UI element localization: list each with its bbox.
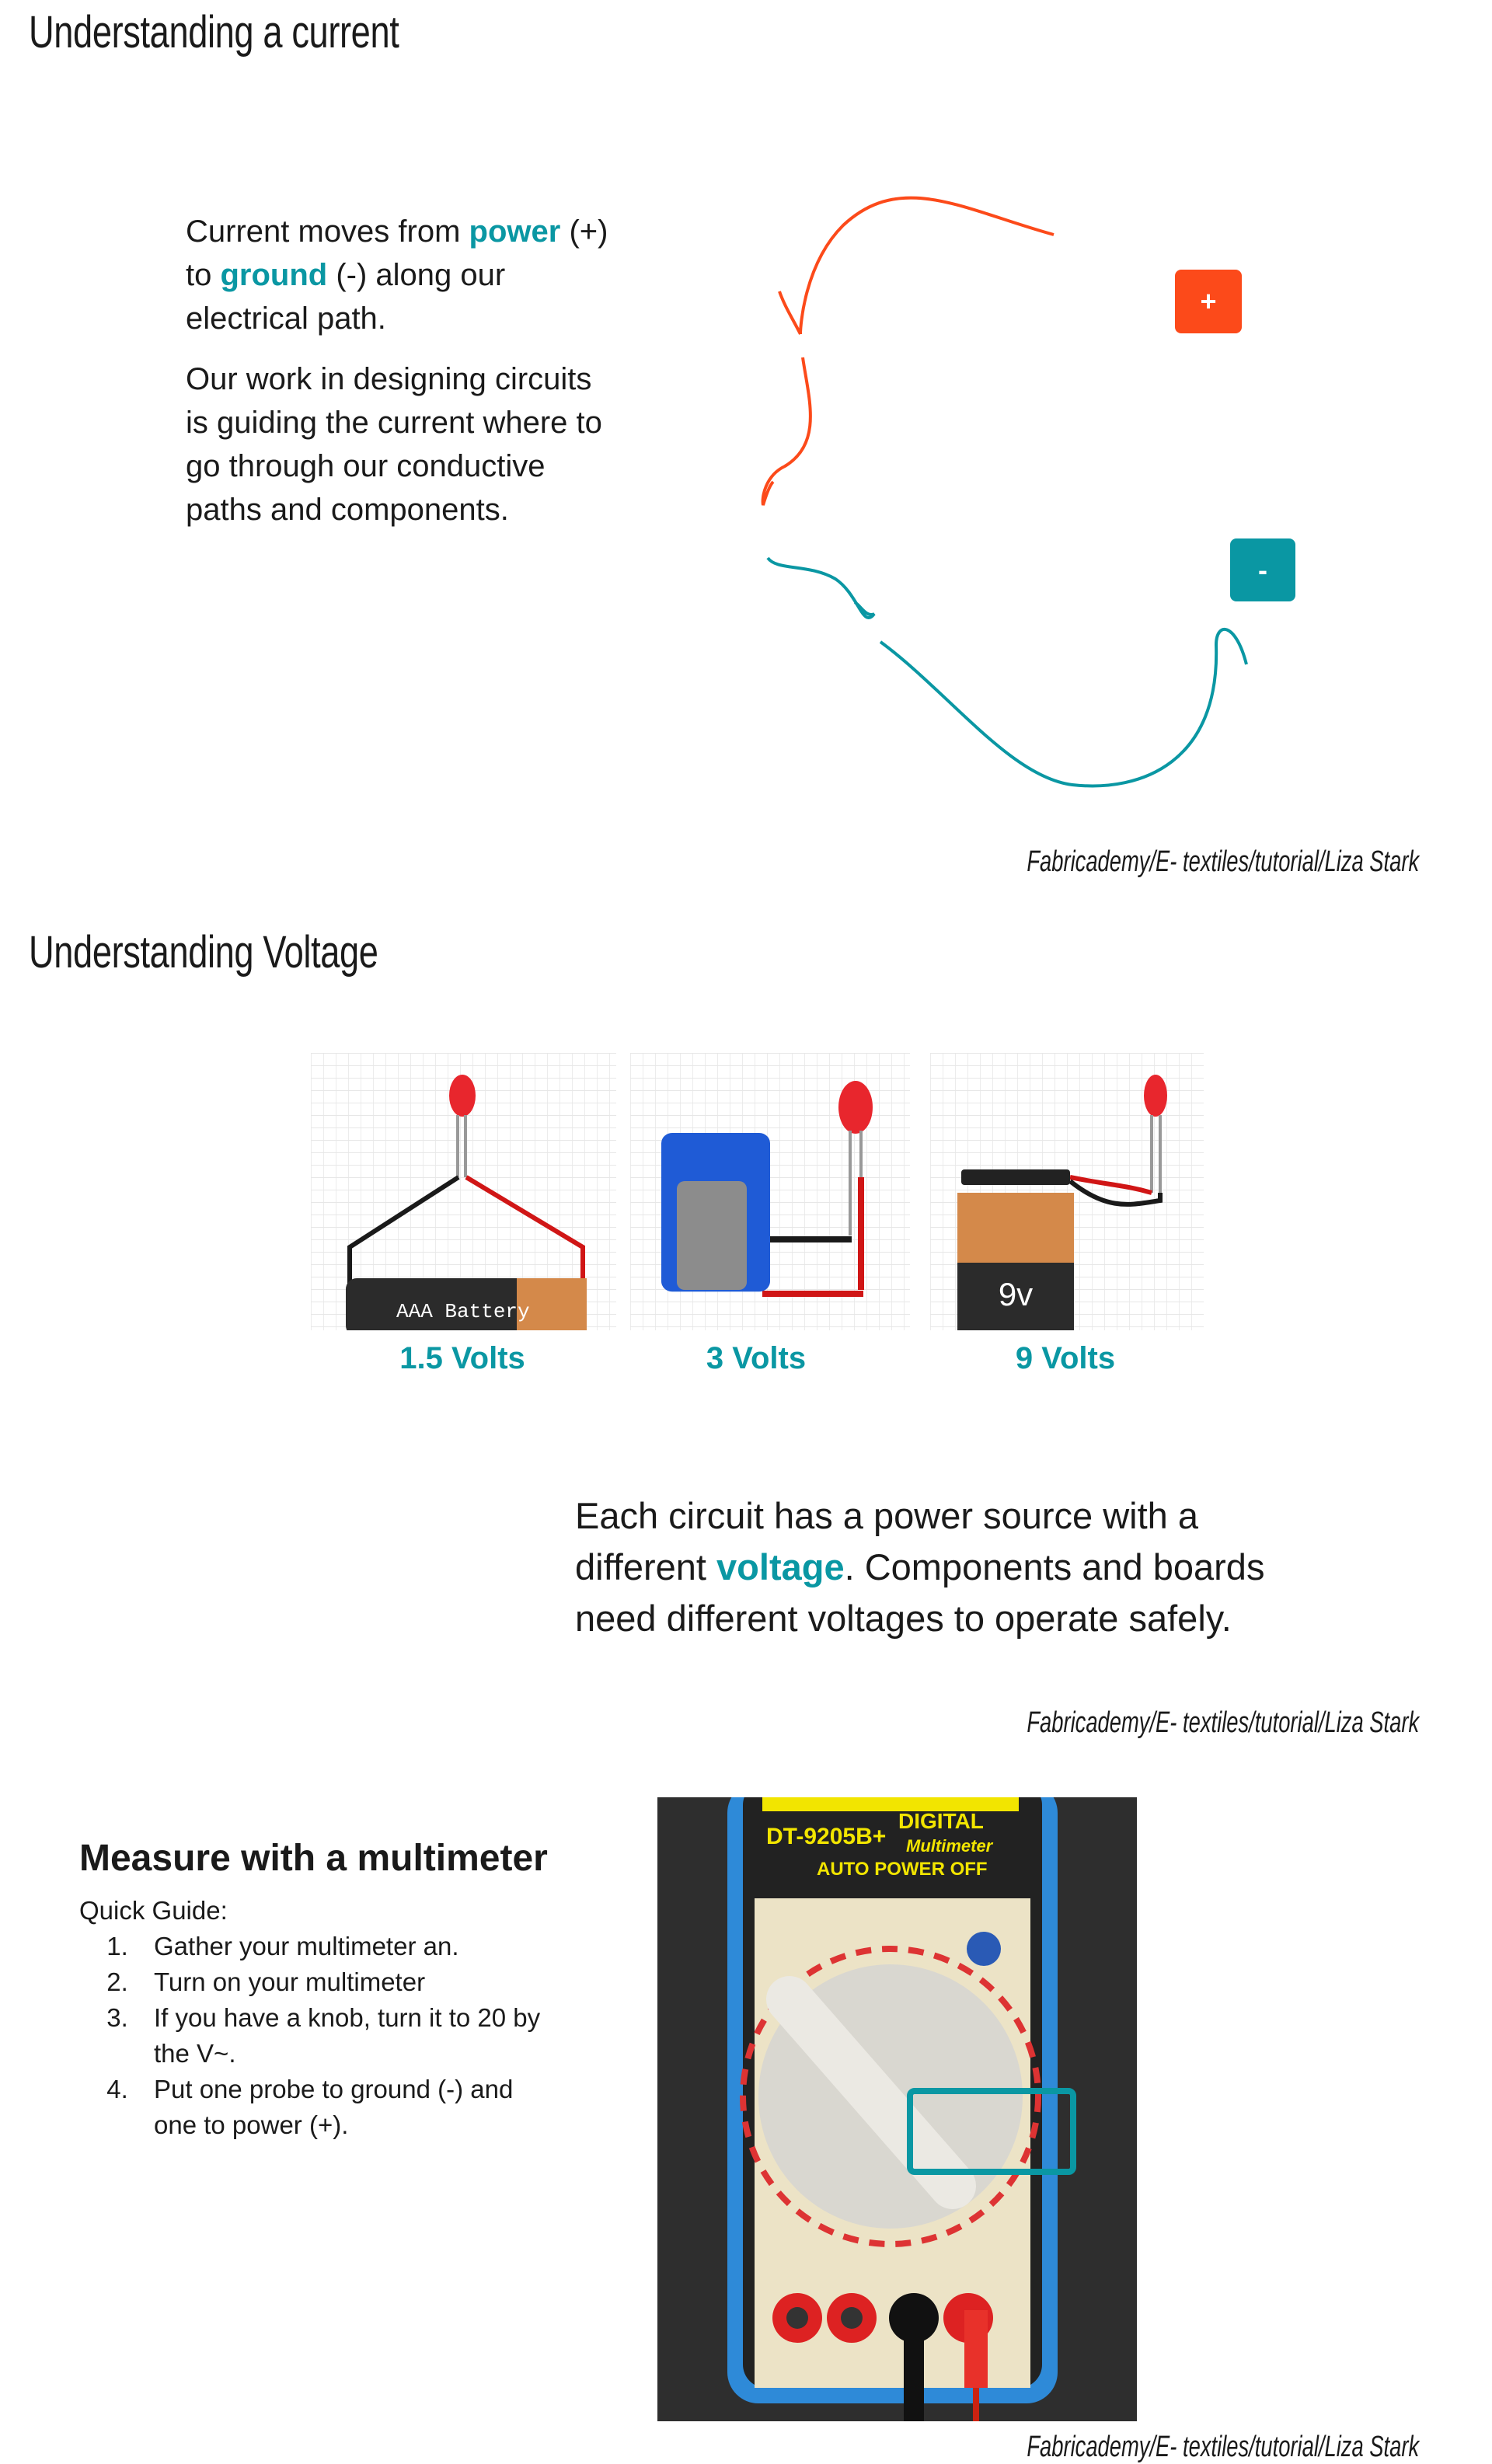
step-item: If you have a knob, turn it to 20 by the… [135,2000,561,2072]
led-icon [449,1075,476,1117]
text: (-) along our electrical path. [186,258,506,336]
battery-text: 9v [999,1276,1033,1312]
quick-guide: Quick Guide: Gather your multimeter an. … [79,1893,561,2143]
voltage-label-3: 3 Volts [706,1341,807,1375]
power-flow-arrow-2 [761,357,812,506]
circuit-coin-cell-board [630,1053,910,1330]
voltage-description: Each circuit has a power source with a d… [575,1490,1337,1644]
voltage-label-1-5: 1.5 Volts [399,1341,525,1375]
ground-keyword: ground [220,258,328,292]
section-title-voltage: Understanding Voltage [29,927,378,978]
power-flow-arrow [778,196,1055,335]
text: Each circuit has a power source with a d… [575,1495,1198,1587]
current-paragraph-2: Our work in designing circuits is guidin… [186,362,602,527]
ground-flow-arrow [766,556,876,620]
circuit-aaa-battery: AAA Battery [311,1053,616,1337]
photo-auto-off: AUTO POWER OFF [817,1859,988,1880]
quick-guide-label: Quick Guide: [79,1896,228,1925]
current-flow-diagram [761,196,1248,788]
v-20-highlight [907,2088,1076,2175]
power-plus-badge: + [1175,270,1242,333]
text: Current moves from [186,214,469,249]
voltage-label-9: 9 Volts [1015,1341,1116,1375]
step-item: Put one probe to ground (-) and one to p… [135,2072,561,2143]
step-item: Turn on your multimeter [135,1964,561,2000]
photo-digital: DIGITAL [898,1809,984,1833]
red-wire [762,1177,864,1297]
power-keyword: power [469,214,561,249]
led-icon [1144,1075,1167,1117]
ground-minus-badge: - [1230,538,1295,601]
credit-3: Fabricademy/E- textiles/tutorial/Liza St… [1027,2431,1419,2463]
battery-text: AAA Battery [396,1300,530,1323]
section-title-multimeter: Measure with a multimeter [79,1838,548,1879]
red-wire [1069,1175,1152,1195]
aaa-battery-icon [346,1278,540,1337]
photo-model: DT-9205B+ [766,1824,886,1849]
circuit-9v-battery: 9v [930,1053,1204,1333]
ground-flow-arrow-2 [879,628,1248,788]
step-item: Gather your multimeter an. [135,1929,561,1964]
voltage-keyword: voltage [716,1546,845,1587]
text: (+) to [186,214,608,292]
credit-1: Fabricademy/E- textiles/tutorial/Liza St… [1027,845,1419,878]
credit-2: Fabricademy/E- textiles/tutorial/Liza St… [1027,1706,1419,1739]
quick-guide-steps: Gather your multimeter an. Turn on your … [79,1929,561,2143]
led-icon [838,1081,873,1134]
section-title-current: Understanding a current [29,7,399,58]
photo-multimeter: Multimeter [906,1836,994,1856]
current-description: Current moves from power (+) to ground (… [186,210,621,549]
multimeter-photo: DT-9205B+ DIGITAL Multimeter AUTO POWER … [657,1797,1137,2421]
black-wire [1068,1179,1163,1207]
text: . Components and boards need different v… [575,1546,1265,1639]
current-paragraph-1: Current moves from power (+) to ground (… [186,210,621,340]
